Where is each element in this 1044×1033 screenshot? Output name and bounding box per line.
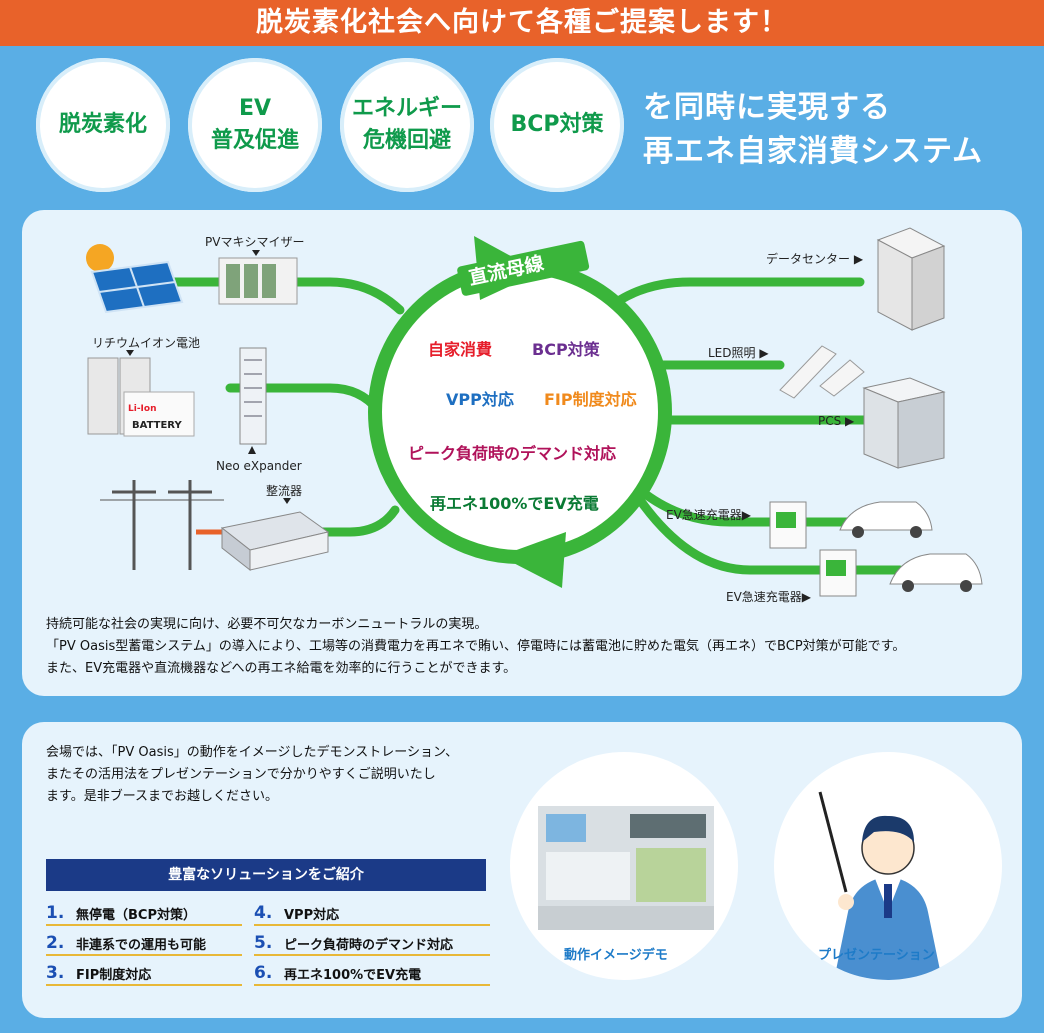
solution-text: ピーク負荷時のデマンド対応 [284,937,454,953]
intro-line-1: 会場では、「PV Oasis」の動作をイメージしたデモンストレーション、 [46,745,459,760]
solution-num: 2. [46,933,65,953]
label-pv-maximizer: PVマキシマイザー [205,235,305,249]
solution-item-5: 5. ピーク負荷時のデマンド対応 [254,932,490,956]
label-data-center: データセンター ▶ [766,252,864,266]
label-lithium-battery: リチウムイオン電池 [92,336,201,350]
label-ev-charger-1: EV急速充電器▶ [666,508,752,522]
ev-car-icon-1 [839,501,933,538]
tagline: を同時に実現する 再エネ自家消費システム [643,86,983,174]
label-ev-charger-2: EV急速充電器▶ [726,590,812,604]
solar-panel-icon [86,244,184,314]
solution-text: FIP制度対応 [76,967,152,983]
solution-item-4: 4. VPP対応 [254,902,490,926]
badge-bcp: BCP対策 [490,58,624,192]
solution-text: 再エネ100%でEV充電 [284,967,422,983]
badge-ev-promotion: EV 普及促進 [188,58,322,192]
led-light-icon [779,345,865,399]
demo-photo-circle [510,752,738,980]
line-ev-1 [635,485,865,527]
presentation-caption: プレゼンテーション [818,948,935,963]
event-intro: 会場では、「PV Oasis」の動作をイメージしたデモンストレーション、 またそ… [46,742,506,808]
description-line-3: また、EV充電器や直流機器などへの再エネ給電を効率的に行うことができます。 [46,661,517,676]
label-rectifier: 整流器 [266,484,303,498]
intro-line-2: またその活用法をプレゼンテーションで分かりやすくご説明いたし [46,767,436,782]
label-pcs: PCS ▶ [818,414,855,428]
solution-text: 無停電（BCP対策） [76,907,196,923]
ev-charger-icon-2 [819,549,857,597]
badge-line: 危機回避 [362,128,451,153]
ring-item-bcp: BCP対策 [532,340,600,359]
line-ev-2 [635,495,905,575]
top-banner: 脱炭素化社会へ向けて各種ご提案します！ [0,0,1044,46]
badge-energy-crisis: エネルギー危機回避 [340,58,474,192]
pv-maximizer-icon [218,250,298,305]
ring-item-peak-demand: ピーク負荷時のデマンド対応 [408,444,617,463]
intro-line-3: ます。是非ブースまでお越しください。 [46,789,279,804]
line-rectifier [285,505,400,537]
solution-item-6: 6. 再エネ100%でEV充電 [254,962,490,986]
ev-car-icon-2 [889,553,983,592]
line-datacenter [615,277,865,305]
badge-line: 脱炭素化 [58,112,147,137]
demo-photo [538,806,714,930]
ring-item-vpp: VPP対応 [446,390,514,409]
label-neo-expander: Neo eXpander [216,459,302,473]
pcs-icon [862,377,946,469]
tagline-line-2: 再エネ自家消費システム [643,134,984,169]
line-pv [165,277,405,315]
description-line-1: 持続可能な社会の実現に向け、必要不可欠なカーボンニュートラルの実現。 [46,617,488,632]
ring-item-ev-charge: 再エネ100%でEV充電 [430,494,599,513]
presentation-photo-circle [774,752,1002,980]
neo-expander-icon [239,347,267,454]
ring-title-bg [457,240,590,296]
badge-line: EV [238,96,272,121]
label-led: LED照明 ▶ [708,346,769,360]
solution-num: 1. [46,903,65,923]
presenter-illustration [818,791,942,980]
solution-text: VPP対応 [284,907,340,923]
solutions-header: 豊富なソリューションをご紹介 [46,859,486,891]
data-center-icon [876,227,946,331]
ring-arrow-bottom [500,532,566,588]
solution-num: 3. [46,963,65,983]
solution-item-3: 3. FIP制度対応 [46,962,242,986]
ring-item-self-consumption: 自家消費 [428,340,493,359]
ev-charger-icon-1 [769,501,807,549]
lithium-battery-icon [87,350,195,437]
demo-caption: 動作イメージデモ [564,948,668,963]
tagline-line-1: を同時に実現する [643,90,891,125]
solution-item-2: 2. 非連系での運用も可能 [46,932,242,956]
label-battery: BATTERY [132,420,182,431]
label-li-ion: Li-Ion [128,404,157,414]
badge-line: 普及促進 [210,128,299,153]
badge-decarbonization: 脱炭素化 [36,58,170,192]
solution-num: 5. [254,933,273,953]
badge-line: BCP対策 [510,112,604,137]
description-line-2: 「PV Oasis型蓄電システム」の導入により、工場等の消費電力を再エネで賄い、… [46,639,906,654]
ring-item-fip: FIP制度対応 [544,390,637,409]
solution-num: 4. [254,903,273,923]
solution-text: 非連系での運用も可能 [76,937,207,953]
system-description: 持続可能な社会の実現に向け、必要不可欠なカーボンニュートラルの実現。 「PV O… [46,614,1016,680]
utility-pole-icon [100,480,224,570]
badge-line: エネルギー [351,96,462,121]
solution-num: 6. [254,963,273,983]
solution-item-1: 1. 無停電（BCP対策） [46,902,242,926]
rectifier-icon [220,498,330,572]
